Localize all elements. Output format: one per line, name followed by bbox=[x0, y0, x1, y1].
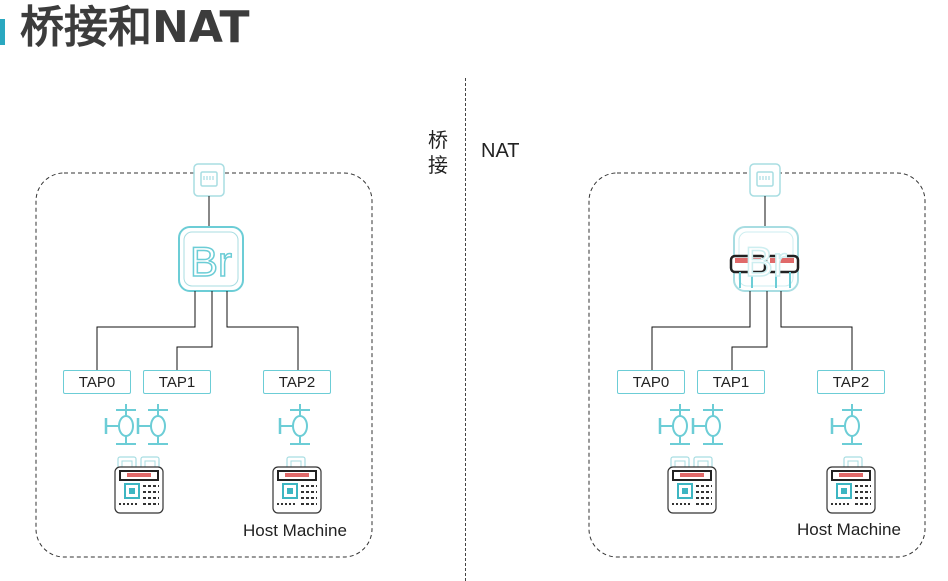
bridge-tap1: TAP1 bbox=[143, 370, 211, 394]
bridge-switch-letters: Br bbox=[190, 238, 232, 285]
bridge-valve-icon bbox=[104, 402, 138, 446]
host-machine-icon bbox=[272, 466, 322, 514]
nat-valve-icon bbox=[658, 402, 692, 446]
nat-switch-letters: Br bbox=[745, 238, 787, 285]
title-accent-bar bbox=[0, 19, 5, 45]
host-machine-icon bbox=[826, 466, 876, 514]
page-title: 桥接和NAT bbox=[20, 2, 250, 53]
bridge-label: 桥接 bbox=[428, 128, 448, 177]
bridge-valve-icon bbox=[136, 402, 170, 446]
nat-valve-icon bbox=[830, 402, 864, 446]
host-machine-icon bbox=[114, 466, 164, 514]
nat-tap2: TAP2 bbox=[817, 370, 885, 394]
bridge-switch-icon bbox=[178, 226, 244, 292]
center-divider bbox=[465, 78, 466, 581]
nat-tap1: TAP1 bbox=[697, 370, 765, 394]
bridge-valve-icon bbox=[278, 402, 312, 446]
bridge-host-machine-label: Host Machine bbox=[243, 521, 347, 540]
nat-uplink-jack-icon bbox=[749, 163, 781, 197]
nat-label: NAT bbox=[481, 140, 520, 162]
nat-tap0: TAP0 bbox=[617, 370, 685, 394]
nat-valve-icon bbox=[691, 402, 725, 446]
bridge-tap0: TAP0 bbox=[63, 370, 131, 394]
bridge-tap2: TAP2 bbox=[263, 370, 331, 394]
bridge-uplink-jack-icon bbox=[193, 163, 225, 197]
nat-host-machine-label: Host Machine bbox=[797, 520, 901, 539]
host-machine-icon bbox=[667, 466, 717, 514]
